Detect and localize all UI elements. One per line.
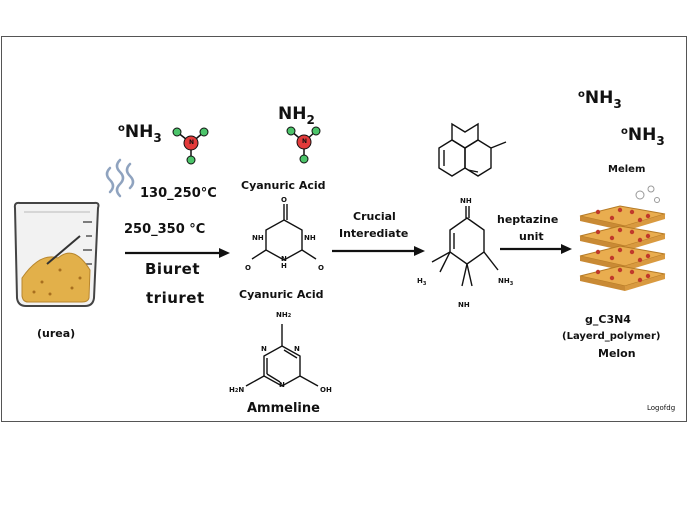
ammeline-label: Ammeline bbox=[247, 401, 320, 416]
beaker-icon bbox=[13, 201, 100, 307]
atom-nh2: NH2 bbox=[276, 311, 292, 319]
temperature-range-1: 130_250°C bbox=[140, 186, 217, 201]
atom-n: N bbox=[279, 381, 285, 389]
atom-h: H bbox=[281, 262, 287, 270]
atom-n: N bbox=[302, 138, 308, 145]
polymer-atom-dot bbox=[629, 249, 635, 255]
logo-text: Logofdg bbox=[647, 404, 676, 412]
polymer-layer-edge bbox=[625, 274, 665, 291]
polymer-atom-dot bbox=[645, 253, 651, 259]
heat-steam-icon bbox=[105, 158, 135, 198]
atom-o: O bbox=[318, 264, 324, 272]
triuret-label: triuret bbox=[146, 289, 205, 307]
atom-o: O bbox=[281, 196, 287, 204]
atom-nh3: NH3 bbox=[498, 277, 514, 287]
polymer-atom-dot bbox=[629, 209, 635, 215]
atom-o: O bbox=[245, 264, 251, 272]
polymer-atom-dot bbox=[637, 257, 643, 263]
atom-h2n: H2N bbox=[229, 386, 245, 394]
reaction-arrows bbox=[125, 244, 572, 258]
polymer-atom-dot bbox=[609, 255, 615, 261]
polymer-layer-edge bbox=[625, 234, 665, 251]
diagram-frame bbox=[1, 36, 687, 422]
atom-nh: NH bbox=[304, 234, 316, 242]
polymer-layer-edge bbox=[580, 276, 625, 291]
atom-h3: H3 bbox=[417, 277, 427, 287]
ammonia-label-right: oNH3 bbox=[621, 125, 665, 148]
temperature-range-2: 250_350 °C bbox=[124, 222, 206, 237]
atom-nh: NH bbox=[458, 301, 470, 309]
ammonia-label-left: oNH3 bbox=[118, 122, 162, 145]
atom-n: N bbox=[281, 255, 287, 263]
gcn-label: g_C3N4 bbox=[585, 313, 631, 326]
amine-label: NH2 bbox=[278, 104, 315, 127]
melon-label: Melon bbox=[598, 347, 636, 360]
heptazine-label: heptazine bbox=[497, 213, 559, 226]
ammeline-structure bbox=[245, 324, 319, 387]
polymer-atom-dot bbox=[637, 277, 643, 283]
cyanuric-acid-label-top: Cyanuric Acid bbox=[241, 179, 326, 192]
polymer-atom-dot bbox=[609, 235, 615, 241]
atom-nh: NH bbox=[252, 234, 264, 242]
polymer-atom-dot bbox=[609, 275, 615, 281]
polymer-atom-dot bbox=[595, 269, 601, 275]
atom-oh: OH bbox=[320, 386, 332, 394]
atom-n: N bbox=[189, 139, 195, 146]
polymer-atom-dot bbox=[629, 229, 635, 235]
polymer-atom-dot bbox=[645, 213, 651, 219]
amine-molecule-icon bbox=[286, 126, 321, 164]
polymer-atom-dot bbox=[609, 215, 615, 221]
polymer-atom-dot bbox=[629, 269, 635, 275]
ammonia-label-top-right: oNH3 bbox=[578, 88, 622, 111]
ammonia-molecule-icon bbox=[172, 127, 209, 165]
atom-n: N bbox=[261, 345, 267, 353]
polymer-atom-dot bbox=[595, 249, 601, 255]
unit-label: unit bbox=[519, 230, 544, 243]
cyanuric-acid-structure bbox=[251, 204, 317, 261]
polymer-atom-dot bbox=[595, 229, 601, 235]
crucial-label: Crucial bbox=[353, 210, 396, 223]
layered-polymer-label: (Layerd_polymer) bbox=[562, 331, 661, 342]
layered-polymer-icon bbox=[579, 185, 666, 291]
biuret-label: Biuret bbox=[145, 260, 200, 278]
polymer-atom-dot bbox=[617, 207, 623, 213]
polymer-layer-edge bbox=[625, 214, 665, 231]
polymer-atom-dot bbox=[617, 227, 623, 233]
intermediate-structure bbox=[431, 122, 507, 287]
polymer-atom-dot bbox=[637, 237, 643, 243]
polymer-layer-edge bbox=[625, 254, 665, 271]
atom-n: N bbox=[294, 345, 300, 353]
polymer-atom-dot bbox=[645, 273, 651, 279]
atom-nh: NH bbox=[460, 197, 472, 205]
intermediate-label: Interediate bbox=[339, 227, 409, 240]
melem-label: Melem bbox=[608, 164, 646, 175]
polymer-atom-dot bbox=[645, 233, 651, 239]
polymer-atom-dot bbox=[595, 209, 601, 215]
urea-label: (urea) bbox=[37, 327, 76, 340]
polymer-atom-dot bbox=[637, 217, 643, 223]
polymer-atom-dot bbox=[617, 247, 623, 253]
cyanuric-acid-label-bottom: Cyanuric Acid bbox=[239, 288, 324, 301]
polymer-atom-dot bbox=[617, 267, 623, 273]
